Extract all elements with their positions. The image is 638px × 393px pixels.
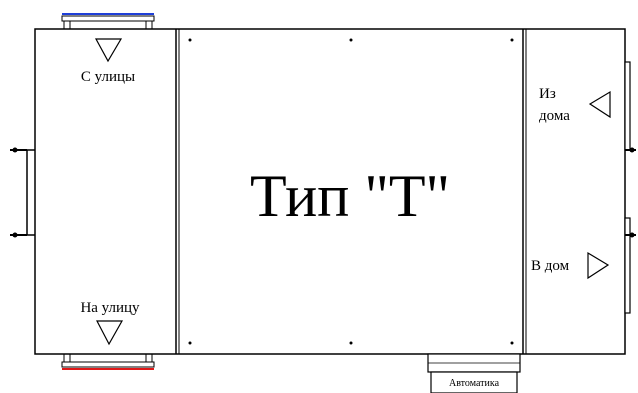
right-mounting-bracket-bottom <box>624 217 636 314</box>
automation-box <box>427 353 521 393</box>
unit-type-title: Тип "T" <box>250 163 450 229</box>
exhaust-down-arrow <box>96 320 124 346</box>
unit-body <box>34 28 626 355</box>
from-house-label-line1: Из <box>539 86 556 102</box>
intake-street-label: С улицы <box>81 69 135 85</box>
center-panel-rivets <box>188 38 514 345</box>
intake-pipe-connection <box>61 13 155 30</box>
to-house-label: В дом <box>531 258 570 274</box>
from-house-label-line2: дома <box>539 108 570 124</box>
automation-label: Автоматика <box>449 378 500 389</box>
intake-down-arrow <box>94 38 123 63</box>
left-mounting-brackets <box>10 147 35 238</box>
right-mounting-bracket-top <box>624 61 636 153</box>
exhaust-street-label: На улицу <box>80 300 140 316</box>
to-house-right-arrow <box>587 251 610 280</box>
exhaust-pipe-connection <box>61 353 155 370</box>
from-house-left-arrow <box>588 90 611 119</box>
